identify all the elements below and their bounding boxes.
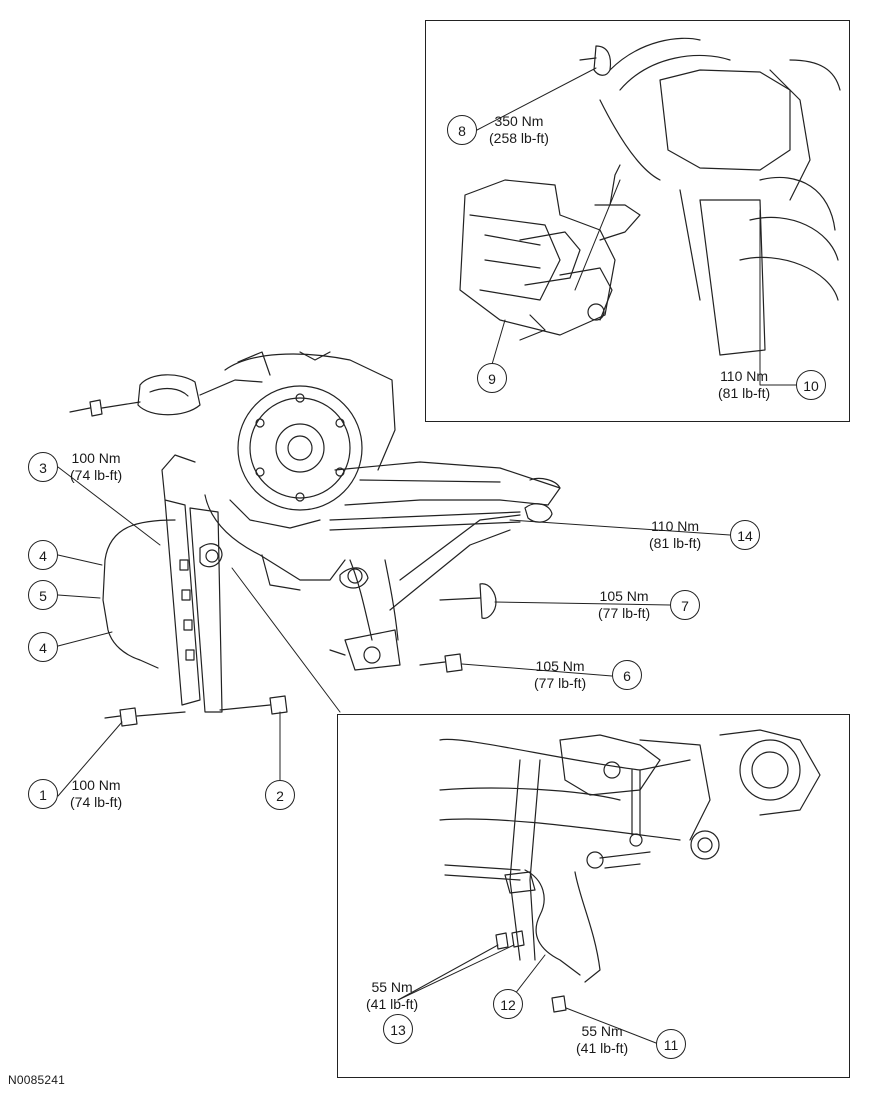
callout-5: 5 [28, 580, 58, 610]
callout-13: 13 [383, 1014, 413, 1044]
torque-label-13: 55 Nm (41 lb-ft) [366, 979, 418, 1013]
callout-12: 12 [493, 989, 523, 1019]
torque-lbft: (258 lb-ft) [489, 130, 549, 146]
torque-nm: 100 Nm [71, 450, 121, 466]
main-suspension-assembly [69, 351, 561, 727]
callout-7: 7 [670, 590, 700, 620]
inset-frame-bottom [337, 714, 850, 1078]
torque-lbft: (74 lb-ft) [70, 467, 123, 483]
callout-1: 1 [28, 779, 58, 809]
callout-2: 2 [265, 780, 295, 810]
callout-6: 6 [612, 660, 642, 690]
torque-label-7: 105 Nm (77 lb-ft) [598, 588, 650, 622]
torque-label-8: 350 Nm (258 lb-ft) [489, 113, 549, 147]
torque-label-10: 110 Nm (81 lb-ft) [718, 368, 770, 402]
torque-nm: 105 Nm [599, 588, 649, 604]
torque-nm: 105 Nm [535, 658, 585, 674]
torque-lbft: (81 lb-ft) [718, 385, 771, 401]
torque-label-1: 100 Nm (74 lb-ft) [70, 777, 122, 811]
callout-11: 11 [656, 1029, 686, 1059]
callout-4-lower: 4 [28, 632, 58, 662]
torque-lbft: (81 lb-ft) [649, 535, 702, 551]
inset-stabilizer-bar [439, 729, 821, 1013]
callout-14: 14 [730, 520, 760, 550]
torque-lbft: (74 lb-ft) [70, 794, 123, 810]
torque-nm: 350 Nm [494, 113, 544, 129]
torque-label-3: 100 Nm (74 lb-ft) [70, 450, 122, 484]
torque-label-14: 110 Nm (81 lb-ft) [649, 518, 701, 552]
callout-8: 8 [447, 115, 477, 145]
torque-lbft: (41 lb-ft) [366, 996, 419, 1012]
torque-label-11: 55 Nm (41 lb-ft) [576, 1023, 628, 1057]
torque-nm: 100 Nm [71, 777, 121, 793]
callout-9: 9 [477, 363, 507, 393]
torque-nm: 110 Nm [720, 368, 769, 384]
torque-lbft: (77 lb-ft) [598, 605, 651, 621]
inset-frame-top [425, 20, 850, 422]
torque-lbft: (77 lb-ft) [534, 675, 587, 691]
torque-nm: 55 Nm [581, 1023, 623, 1039]
torque-nm: 55 Nm [371, 979, 413, 995]
figure-id: N0085241 [8, 1073, 65, 1087]
leader-lines [57, 67, 797, 1044]
torque-label-6: 105 Nm (77 lb-ft) [534, 658, 586, 692]
inset-brake-caliper [459, 37, 841, 356]
torque-nm: 110 Nm [651, 518, 700, 534]
torque-lbft: (41 lb-ft) [576, 1040, 629, 1056]
callout-4-upper: 4 [28, 540, 58, 570]
callout-3: 3 [28, 452, 58, 482]
callout-10: 10 [796, 370, 826, 400]
